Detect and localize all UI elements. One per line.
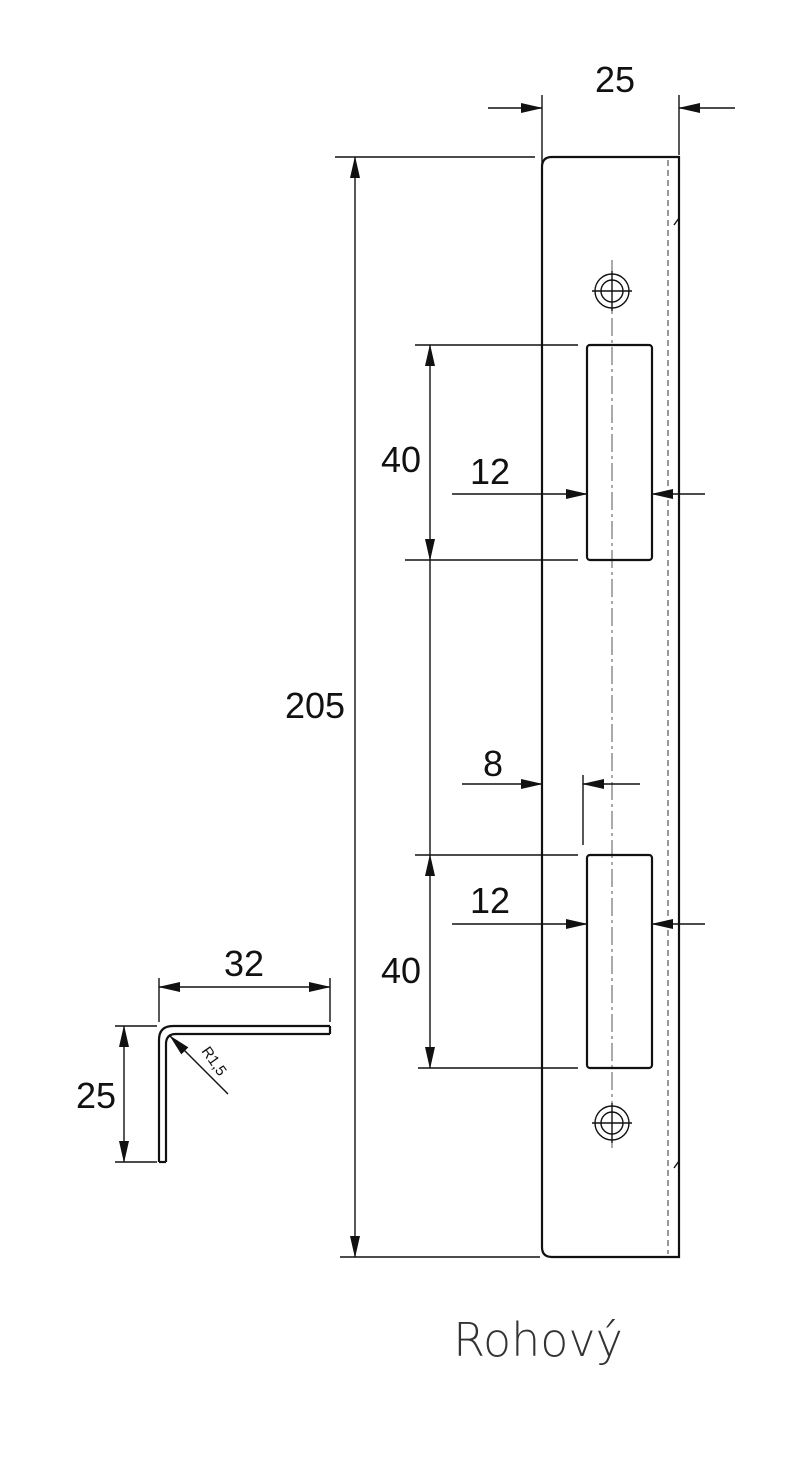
dimension-slot-offset-upper: 12	[452, 451, 705, 499]
dimension-slot-height-upper: 40	[381, 344, 578, 561]
dimension-slot-offset-upper-label: 12	[470, 451, 510, 492]
angle-profile-section	[157, 1024, 332, 1164]
dimension-slot-spacing: 8	[462, 743, 640, 845]
dimension-bend-radius: R1,5	[169, 1035, 230, 1095]
dimension-profile-width: 32	[158, 943, 331, 1022]
screw-hole-lower	[592, 1103, 632, 1143]
dimension-profile-height: 25	[76, 1025, 157, 1163]
dimension-slot-height-upper-label: 40	[381, 439, 421, 480]
dimension-slot-height-lower: 40	[381, 854, 578, 1069]
dimension-total-height: 205	[285, 156, 540, 1258]
latch-slot-lower	[585, 853, 654, 1070]
dimension-slot-height-lower-label: 40	[381, 950, 421, 991]
dimension-profile-width-label: 32	[224, 943, 264, 984]
dimension-slot-offset-lower: 12	[452, 880, 705, 929]
dimension-slot-spacing-label: 8	[483, 743, 503, 784]
latch-slot-upper	[585, 343, 654, 562]
dimension-total-height-label: 205	[285, 685, 345, 726]
dimension-width-top-label: 25	[595, 59, 635, 100]
dimension-bend-radius-label: R1,5	[198, 1044, 230, 1080]
dimension-slot-offset-lower-label: 12	[470, 880, 510, 921]
caption-rohovy: Rohový	[453, 1313, 623, 1367]
strike-plate-outline	[540, 155, 681, 1259]
dimension-profile-height-label: 25	[76, 1075, 116, 1116]
dimension-width-top: 25	[488, 59, 735, 170]
screw-hole-upper	[592, 271, 632, 311]
